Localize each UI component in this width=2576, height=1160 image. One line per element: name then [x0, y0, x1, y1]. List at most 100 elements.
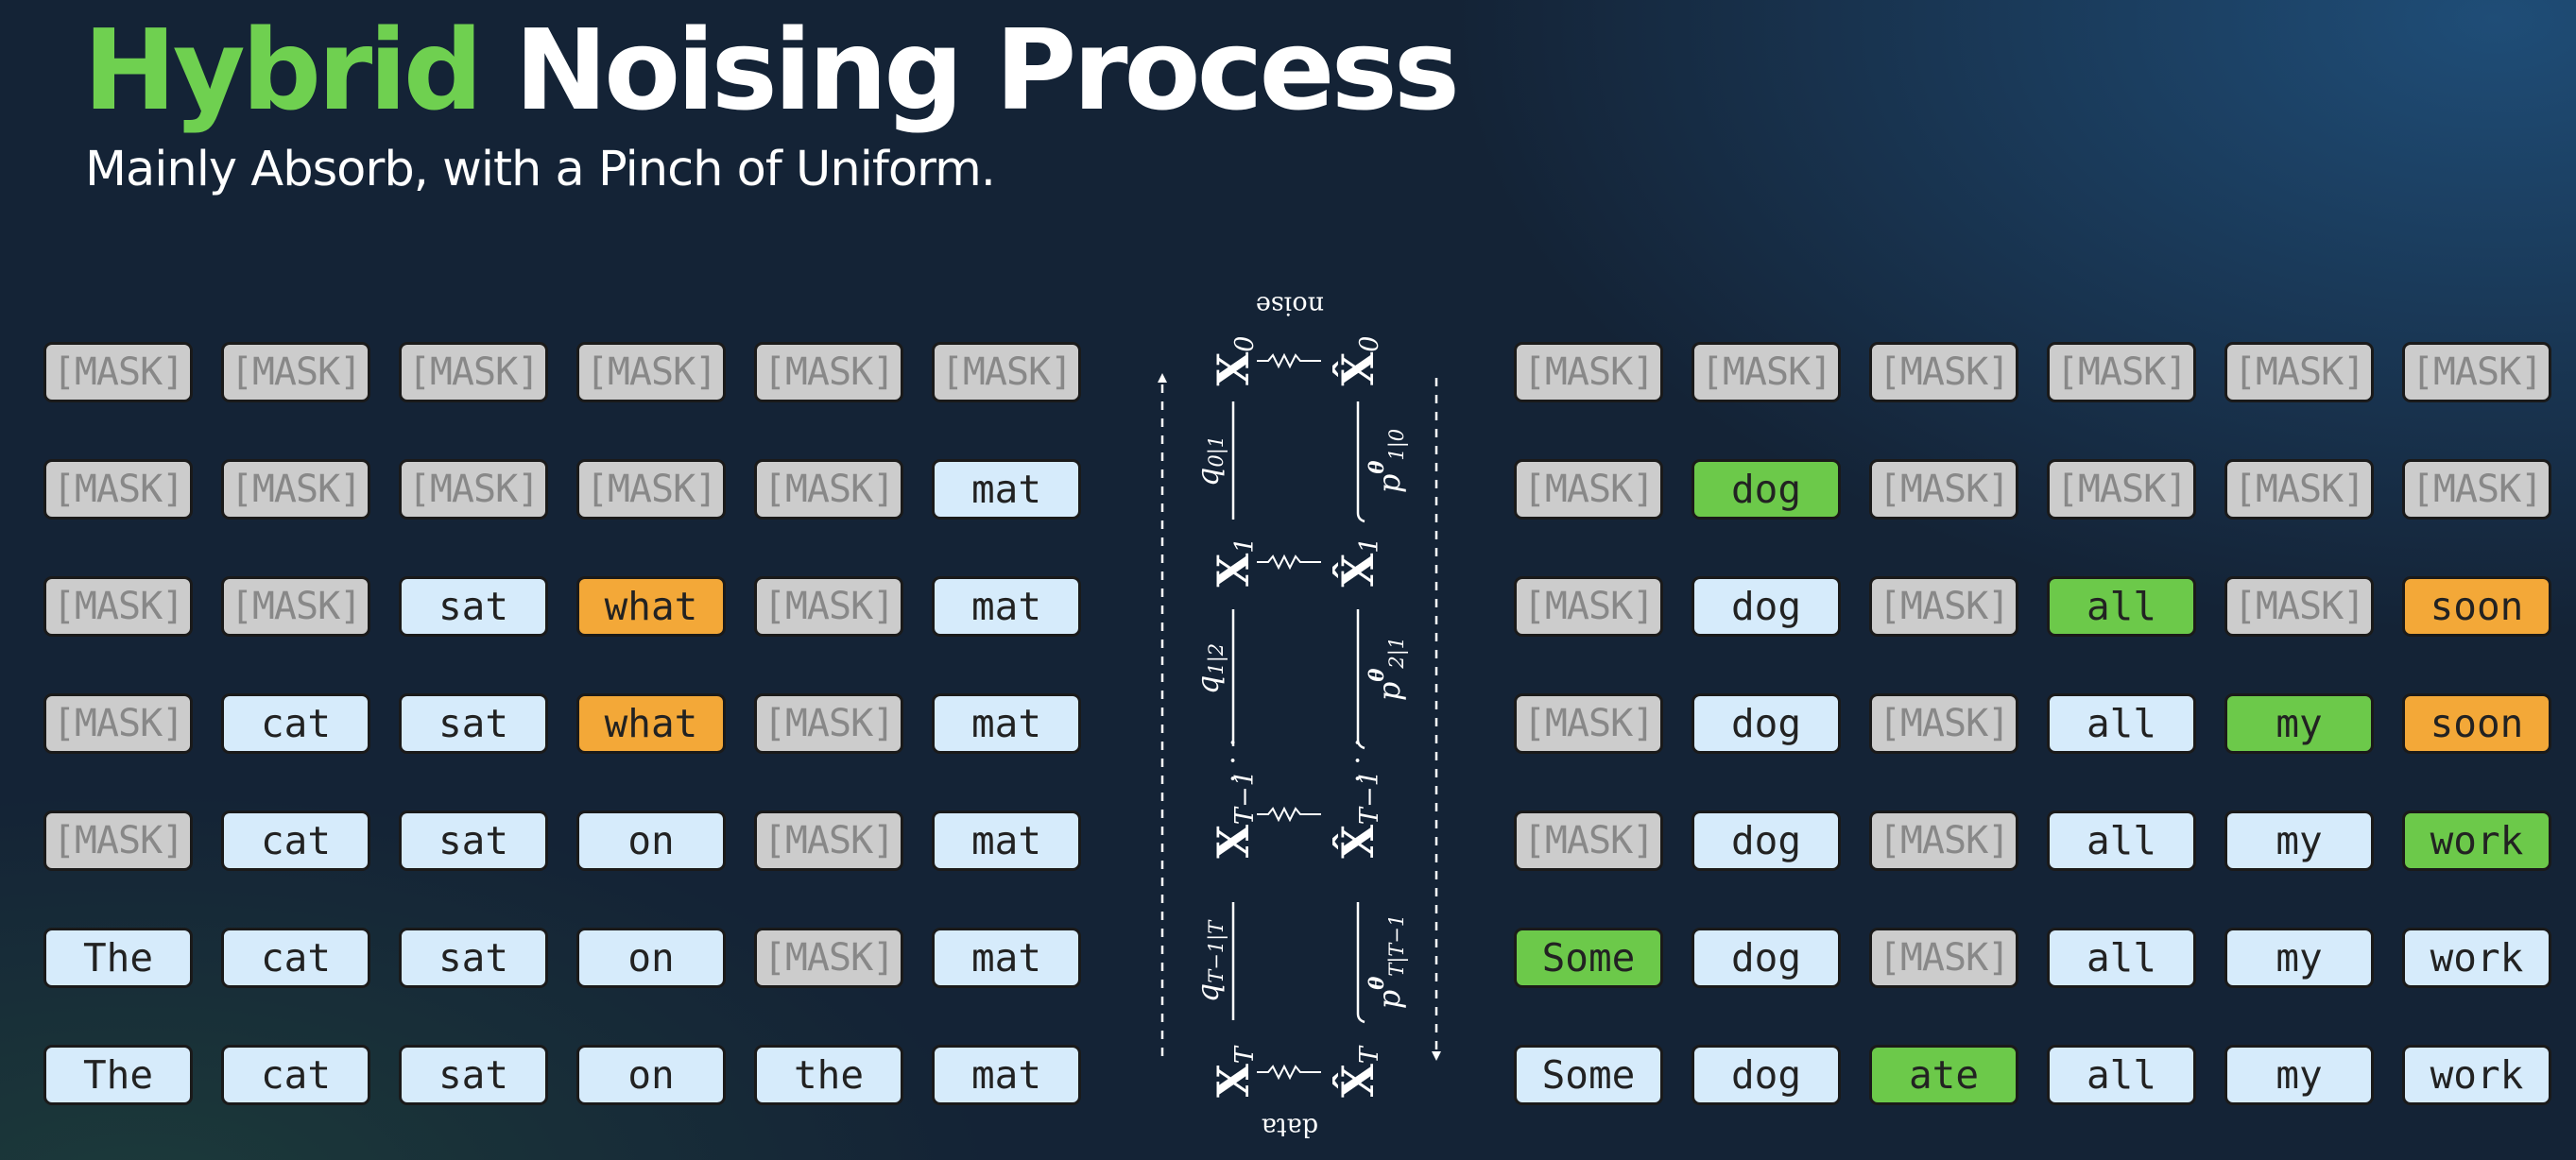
- forward-token-r2-c6: mat: [932, 459, 1081, 520]
- forward-token-r7-c3: sat: [399, 1045, 548, 1105]
- forward-token-r5-c5: [MASK]: [754, 810, 903, 871]
- reverse-token-r4-c1: [MASK]: [1514, 693, 1663, 754]
- reverse-token-r6-c4: all: [2047, 928, 2196, 988]
- reverse-token-r3-c3: [MASK]: [1869, 576, 2018, 637]
- title-rest: Noising Process: [514, 5, 1460, 135]
- forward-token-r3-c3: sat: [399, 576, 548, 637]
- forward-token-grid: [MASK] [MASK] [MASK] [MASK] [MASK] [MASK] [MAS…: [43, 342, 1081, 1105]
- q-label-2: qT−1|T: [1190, 919, 1228, 1003]
- p-connector-1: [1356, 609, 1365, 750]
- reverse-token-r6-c3: [MASK]: [1869, 928, 2018, 988]
- forward-token-r7-c2: cat: [221, 1045, 370, 1105]
- reverse-token-r6-c5: my: [2224, 928, 2374, 988]
- forward-token-r5-c4: on: [576, 810, 726, 871]
- reverse-token-r3-c6: soon: [2402, 576, 2551, 637]
- ellipsis-right: · · ·: [1342, 738, 1375, 783]
- forward-token-r1-c1: [MASK]: [43, 342, 193, 402]
- reverse-token-r1-c6: [MASK]: [2402, 342, 2551, 402]
- forward-token-r3-c2: [MASK]: [221, 576, 370, 637]
- reverse-token-r1-c3: [MASK]: [1869, 342, 2018, 402]
- page-title: Hybrid Noising Process: [83, 9, 1460, 132]
- page-subtitle: Mainly Absorb, with a Pinch of Uniform.: [85, 142, 996, 197]
- forward-token-r6-c1: The: [43, 928, 193, 988]
- reverse-token-r4-c3: [MASK]: [1869, 693, 2018, 754]
- forward-token-r4-c4: what: [576, 693, 726, 754]
- forward-token-r2-c5: [MASK]: [754, 459, 903, 520]
- reverse-token-r4-c5: my: [2224, 693, 2374, 754]
- forward-token-r1-c2: [MASK]: [221, 342, 370, 402]
- forward-token-r6-c3: sat: [399, 928, 548, 988]
- reverse-token-r1-c1: [MASK]: [1514, 342, 1663, 402]
- forward-token-r1-c6: [MASK]: [932, 342, 1081, 402]
- reverse-token-r7-c3: ate: [1869, 1045, 2018, 1105]
- forward-token-r4-c6: mat: [932, 693, 1081, 754]
- x-node-3: XT: [1208, 1045, 1260, 1098]
- reverse-token-r4-c6: soon: [2402, 693, 2551, 754]
- reverse-token-r2-c4: [MASK]: [2047, 459, 2196, 520]
- forward-token-r1-c3: [MASK]: [399, 342, 548, 402]
- reverse-token-r5-c3: [MASK]: [1869, 810, 2018, 871]
- forward-token-r6-c5: [MASK]: [754, 928, 903, 988]
- reverse-token-r6-c2: dog: [1692, 928, 1841, 988]
- x-hat-node-3: X̂T: [1332, 1045, 1384, 1098]
- reverse-token-r1-c4: [MASK]: [2047, 342, 2196, 402]
- forward-token-r6-c4: on: [576, 928, 726, 988]
- reverse-token-r7-c4: all: [2047, 1045, 2196, 1105]
- forward-token-r3-c5: [MASK]: [754, 576, 903, 637]
- p-connector-2: [1356, 902, 1365, 1024]
- forward-token-r1-c4: [MASK]: [576, 342, 726, 402]
- reverse-token-r3-c5: [MASK]: [2224, 576, 2374, 637]
- reverse-token-r5-c2: dog: [1692, 810, 1841, 871]
- p-label-0: pθ1|0: [1365, 429, 1410, 493]
- forward-token-r4-c5: [MASK]: [754, 693, 903, 754]
- forward-token-r2-c4: [MASK]: [576, 459, 726, 520]
- forward-token-r3-c4: what: [576, 576, 726, 637]
- forward-token-r1-c5: [MASK]: [754, 342, 903, 402]
- reverse-token-r2-c2: dog: [1692, 459, 1841, 520]
- forward-token-r7-c1: The: [43, 1045, 193, 1105]
- wave-link-3: [1257, 1064, 1321, 1081]
- reverse-token-r3-c1: [MASK]: [1514, 576, 1663, 637]
- forward-token-r6-c6: mat: [932, 928, 1081, 988]
- x-node-2: XT−1: [1208, 770, 1260, 859]
- reverse-token-r6-c1: Some: [1514, 928, 1663, 988]
- forward-token-r2-c1: [MASK]: [43, 459, 193, 520]
- wave-link-1: [1257, 554, 1321, 571]
- forward-token-r5-c6: mat: [932, 810, 1081, 871]
- forward-token-r4-c3: sat: [399, 693, 548, 754]
- forward-token-r7-c6: mat: [932, 1045, 1081, 1105]
- reverse-token-r5-c5: my: [2224, 810, 2374, 871]
- p-label-2: pθT|T−1: [1365, 914, 1410, 1010]
- reverse-token-r7-c2: dog: [1692, 1045, 1841, 1105]
- x-hat-node-0: X̂0: [1332, 336, 1384, 386]
- reverse-token-r5-c1: [MASK]: [1514, 810, 1663, 871]
- x-node-0: X0: [1208, 336, 1260, 386]
- reverse-token-r7-c1: Some: [1514, 1045, 1663, 1105]
- p-connector-0: [1356, 401, 1365, 523]
- forward-token-r3-c1: [MASK]: [43, 576, 193, 637]
- reverse-token-grid: [MASK] [MASK] [MASK] [MASK] [MASK] [MASK] [MAS…: [1514, 342, 2551, 1105]
- forward-token-r5-c1: [MASK]: [43, 810, 193, 871]
- x-hat-node-2: X̂T−1: [1332, 770, 1384, 859]
- reverse-token-r6-c6: work: [2402, 928, 2551, 988]
- noise-label: noise: [1256, 291, 1324, 320]
- reverse-token-r2-c5: [MASK]: [2224, 459, 2374, 520]
- data-label: data: [1262, 1113, 1318, 1142]
- reverse-token-r2-c3: [MASK]: [1869, 459, 2018, 520]
- forward-token-r2-c3: [MASK]: [399, 459, 548, 520]
- wave-link-2: [1257, 806, 1321, 823]
- reverse-token-r2-c6: [MASK]: [2402, 459, 2551, 520]
- reverse-token-r1-c5: [MASK]: [2224, 342, 2374, 402]
- p-label-1: pθ2|1: [1365, 637, 1410, 701]
- forward-token-r7-c4: on: [576, 1045, 726, 1105]
- forward-token-r5-c3: sat: [399, 810, 548, 871]
- forward-token-r7-c5: the: [754, 1045, 903, 1105]
- q-label-0: q0|1: [1190, 435, 1228, 486]
- reverse-token-r2-c1: [MASK]: [1514, 459, 1663, 520]
- reverse-token-r3-c4: all: [2047, 576, 2196, 637]
- reverse-token-r1-c2: [MASK]: [1692, 342, 1841, 402]
- reverse-token-r4-c4: all: [2047, 693, 2196, 754]
- q-label-1: q1|2: [1190, 643, 1228, 694]
- x-hat-node-1: X̂1: [1332, 537, 1384, 588]
- forward-token-r6-c2: cat: [221, 928, 370, 988]
